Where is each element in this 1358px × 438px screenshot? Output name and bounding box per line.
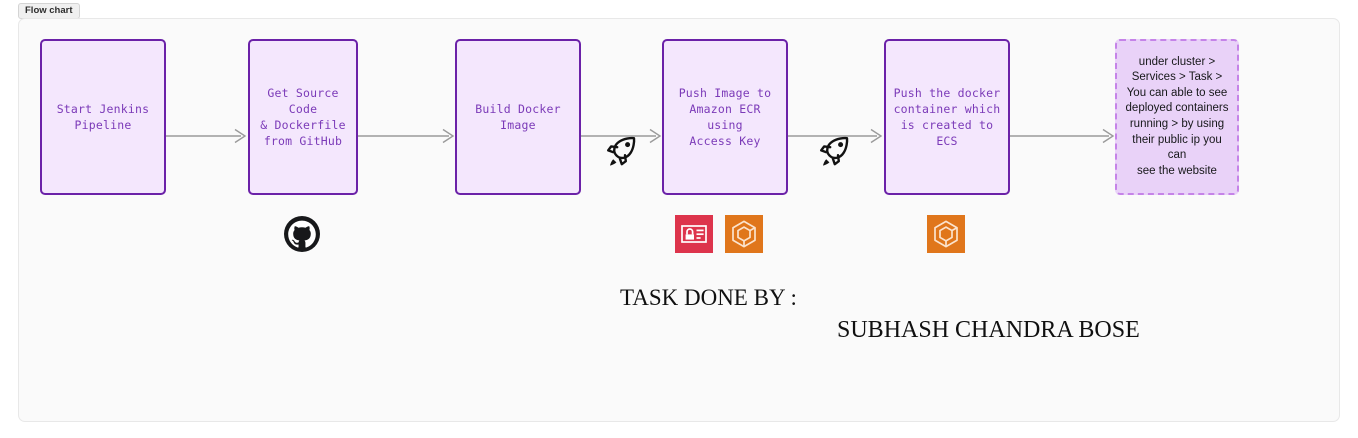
node-start-jenkins-pipeline[interactable]: Start Jenkins Pipeline xyxy=(40,39,166,195)
node-line: deployed containers xyxy=(1125,102,1229,115)
node-verify-deployment-note-text: under cluster > Services > Task > You ca… xyxy=(1117,55,1237,180)
aws-iam-icon xyxy=(675,215,713,253)
node-line: Pipeline xyxy=(74,118,132,132)
node-line: & Dockerfile xyxy=(260,118,346,132)
node-build-docker-image-text: Build Docker Image xyxy=(469,101,566,133)
edge-arrow-1 xyxy=(166,126,248,146)
node-get-source-code-text: Get Source Code & Dockerfile from GitHub xyxy=(250,85,356,149)
edge-arrow-5 xyxy=(1010,126,1116,146)
node-build-docker-image[interactable]: Build Docker Image xyxy=(455,39,581,195)
node-line: their public ip you can xyxy=(1132,133,1222,162)
node-line: see the website xyxy=(1137,164,1217,177)
node-push-image-to-ecr-text: Push Image to Amazon ECR using Access Ke… xyxy=(664,85,786,149)
diagram-canvas: Start Jenkins Pipeline Get Source Code &… xyxy=(18,18,1340,422)
rocket-icon xyxy=(814,131,854,171)
credit-line-task-done-by: TASK DONE BY : xyxy=(620,285,797,310)
credit-line-author-name: SUBHASH CHANDRA BOSE xyxy=(837,317,1140,343)
node-line: Push the docker xyxy=(893,86,1001,100)
node-get-source-code[interactable]: Get Source Code & Dockerfile from GitHub xyxy=(248,39,358,195)
node-push-container-to-ecs-text: Push the docker container which is creat… xyxy=(886,85,1008,149)
aws-ecr-icon xyxy=(725,215,763,253)
node-line: Start Jenkins xyxy=(56,102,150,116)
node-line: Build Docker xyxy=(475,102,561,116)
flow-chart-caption-label: Flow chart xyxy=(18,3,80,19)
node-line: is created to ECS xyxy=(900,118,994,148)
aws-ecs-icon xyxy=(927,215,965,253)
node-line: under cluster > xyxy=(1138,55,1216,68)
node-push-image-to-ecr[interactable]: Push Image to Amazon ECR using Access Ke… xyxy=(662,39,788,195)
node-line: Access Key xyxy=(689,134,761,148)
node-line: Services > Task > xyxy=(1131,71,1223,84)
node-line: container which xyxy=(893,102,1001,116)
node-start-jenkins-pipeline-text: Start Jenkins Pipeline xyxy=(51,101,156,133)
node-line: You can able to see xyxy=(1126,86,1228,99)
node-line: Image xyxy=(500,118,536,132)
node-line: running > by using xyxy=(1129,118,1225,130)
node-line: Push Image to xyxy=(678,86,772,100)
rocket-icon xyxy=(601,131,641,171)
node-line: from GitHub xyxy=(263,134,343,148)
edge-arrow-2 xyxy=(358,126,456,146)
node-verify-deployment-note[interactable]: under cluster > Services > Task > You ca… xyxy=(1115,39,1239,195)
node-line: Amazon ECR using xyxy=(689,102,761,132)
node-line: Get Source Code xyxy=(267,86,339,116)
github-icon xyxy=(283,215,321,253)
node-push-container-to-ecs[interactable]: Push the docker container which is creat… xyxy=(884,39,1010,195)
